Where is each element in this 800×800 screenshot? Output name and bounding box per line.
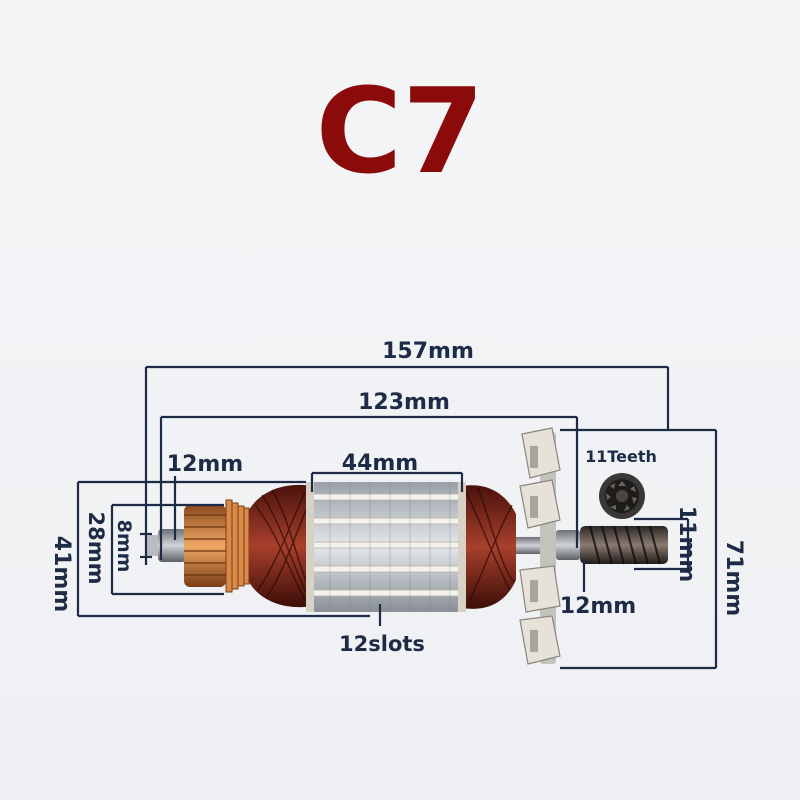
label-gear-teeth: 11Teeth [585, 447, 657, 466]
label-core-diameter: 41mm [49, 536, 74, 612]
label-slots: 12slots [339, 632, 425, 656]
label-total-length: 157mm [382, 339, 474, 364]
bearing-seat [158, 529, 186, 562]
commutator-icon [184, 499, 250, 593]
core-icon [306, 482, 466, 612]
label-commutator-diameter: 28mm [84, 512, 108, 585]
label-commutator-offset: 12mm [167, 452, 243, 477]
gear-end-icon [599, 473, 645, 519]
fan-icon [519, 427, 580, 665]
gear-icon [580, 525, 668, 565]
winding-icon [249, 484, 312, 608]
label-core-length: 44mm [342, 451, 418, 476]
front-winding [462, 485, 516, 609]
label-shaft-end-diameter: 8mm [113, 520, 135, 573]
label-gear-diameter: 11mm [674, 506, 699, 582]
label-armature-length: 123mm [358, 390, 450, 415]
label-gear-length: 12mm [560, 594, 636, 619]
shaft-end [146, 535, 160, 556]
product-title: C7 [316, 62, 485, 200]
label-fan-diameter: 71mm [721, 540, 746, 616]
